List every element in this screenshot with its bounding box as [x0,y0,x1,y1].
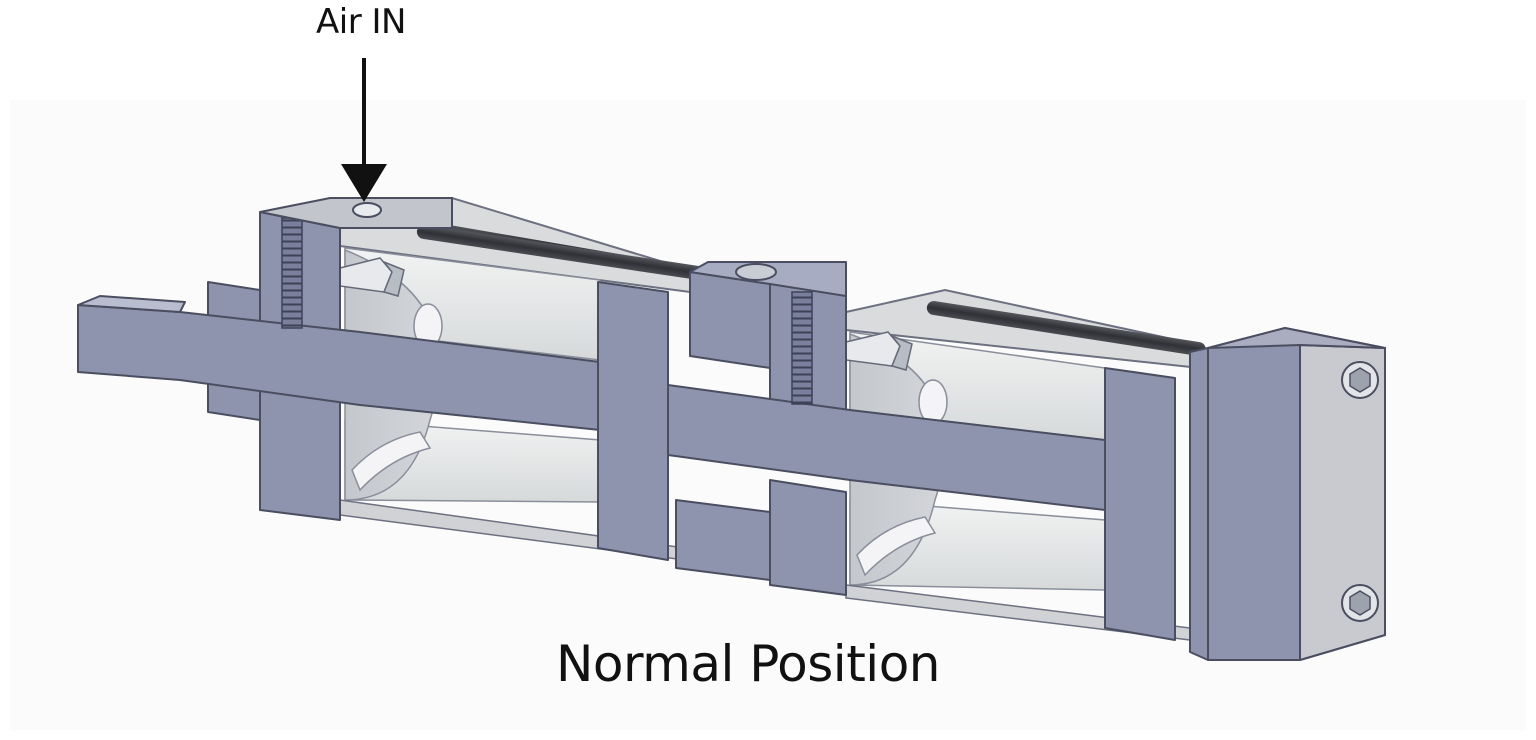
piston-port-2b [856,516,937,577]
piston-port-2a [918,379,948,425]
rear-end-cap-cut [1189,347,1209,661]
arrow-down-icon [341,58,387,202]
spring-icon [281,217,303,329]
mid-cap-lower [675,499,771,581]
rod-tip [77,295,186,313]
piston-1-block [597,281,669,561]
diagram-caption: Normal Position [556,635,940,693]
retaining-clip-1 [339,257,405,297]
air-inlet-port [352,202,382,218]
hex-socket-screw-icon [1341,361,1379,399]
cut-section [77,211,1209,661]
mid-cap-port [735,263,777,281]
retaining-clip-2 [845,331,913,371]
tie-rod-upper-2 [926,300,1206,356]
rear-end-cap [1207,327,1386,661]
tie-rod-upper-1 [416,224,704,280]
piston-2-block [1104,367,1176,641]
mid-cap-lower-wall [769,479,847,596]
spring-icon-2 [791,291,813,405]
mid-cap-upper [689,271,771,369]
hex-socket-screw-icon-2 [1341,584,1379,622]
air-in-label: Air IN [316,2,406,42]
piston-port-1b [351,431,432,492]
